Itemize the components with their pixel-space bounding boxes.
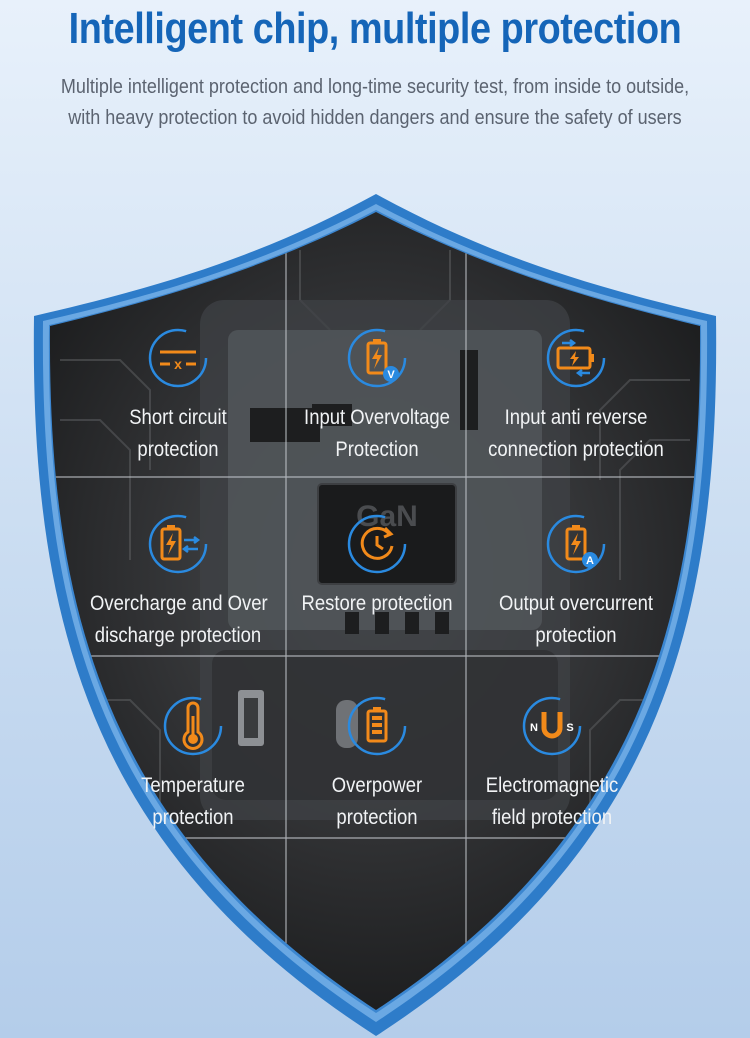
output-overcurrent-icon: A [546, 514, 606, 574]
subtitle-line-2: with heavy protection to avoid hidden da… [68, 107, 682, 129]
battery-full-icon [347, 696, 407, 756]
restore-icon [347, 514, 407, 574]
svg-text:A: A [586, 555, 594, 567]
thermometer-icon [163, 696, 223, 756]
feature-restore: Restore protection [277, 512, 477, 620]
feature-label: Restore protection [301, 592, 453, 615]
svg-text:N: N [530, 722, 538, 734]
svg-text:V: V [387, 369, 395, 381]
gan-chip-label: GaN [356, 500, 418, 533]
short-circuit-icon: x [148, 328, 208, 388]
input-overvoltage-icon: V [347, 328, 407, 388]
overcharge-icon [148, 514, 208, 574]
page-subtitle: Multiple intelligent protection and long… [47, 72, 704, 134]
magnet-icon: N S [522, 696, 582, 756]
subtitle-line-1: Multiple intelligent protection and long… [60, 76, 690, 98]
page-title: Intelligent chip, multiple protection [68, 4, 682, 53]
reverse-connection-icon [546, 328, 606, 388]
svg-text:x: x [174, 356, 182, 372]
svg-text:S: S [566, 722, 573, 734]
